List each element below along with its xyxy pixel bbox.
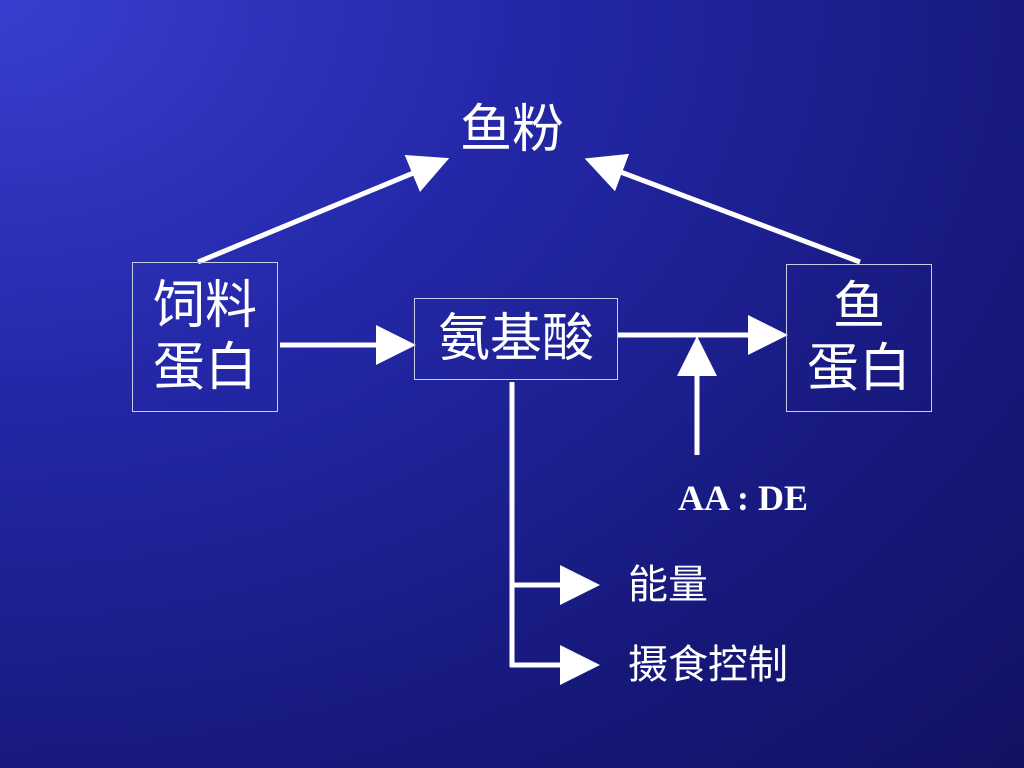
amino-acid-label: 氨基酸 <box>437 309 594 369</box>
feed-protein-box: 饲料 蛋白 <box>132 262 278 412</box>
feed-protein-line-2: 蛋白 <box>152 338 257 398</box>
feed-protein-line-1: 饲料 <box>152 276 257 336</box>
fish-protein-box: 鱼 蛋白 <box>786 264 932 412</box>
arrow-fish-to-fishmeal <box>584 153 861 265</box>
fish-protein-line-2: 蛋白 <box>806 339 911 399</box>
fish-protein-line-1: 鱼 <box>832 277 885 337</box>
energy-label: 能量 <box>628 562 708 608</box>
aa-de-ratio-label: AA : DE <box>678 478 809 518</box>
arrow-feed-to-fishmeal <box>197 154 450 265</box>
feeding-control-label: 摄食控制 <box>628 642 788 688</box>
fishmeal-label: 鱼粉 <box>460 100 565 160</box>
amino-acid-box: 氨基酸 <box>414 298 618 380</box>
